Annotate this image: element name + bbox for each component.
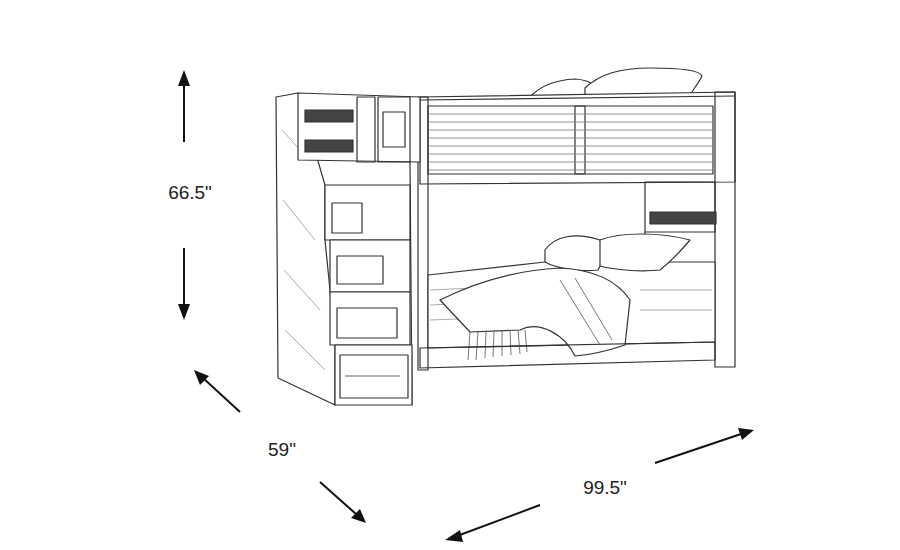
dimension-label: 59" bbox=[268, 439, 296, 462]
dimension-label: 99.5" bbox=[583, 477, 627, 500]
dimension-label: 66.5" bbox=[168, 182, 212, 205]
